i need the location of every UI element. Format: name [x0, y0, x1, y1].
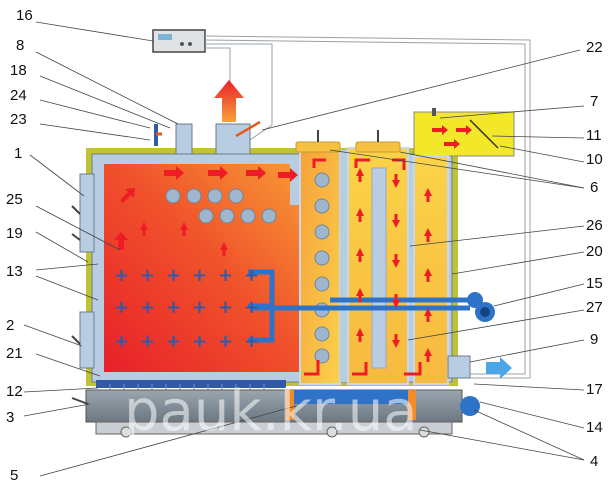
flue-pass-1 — [299, 147, 341, 385]
air-inlet-box — [413, 108, 515, 157]
svg-text:+: + — [244, 265, 259, 286]
label-21: 21 — [6, 345, 23, 362]
flue-pass-3 — [413, 155, 449, 385]
turn-arrows — [304, 158, 422, 376]
loading-door — [71, 173, 95, 253]
label-24: 24 — [10, 87, 27, 104]
svg-text:+: + — [140, 297, 155, 318]
temperature-probe — [235, 120, 261, 138]
svg-text:+: + — [218, 331, 233, 352]
label-15: 15 — [586, 275, 603, 292]
grate — [96, 380, 286, 388]
label-6: 6 — [590, 179, 598, 196]
safety-nozzle — [175, 123, 193, 155]
svg-text:+: + — [166, 265, 181, 286]
heat-exchanger-tubes — [165, 188, 277, 224]
return-nozzle — [447, 355, 471, 379]
flame-flow-arrows — [114, 166, 298, 250]
label-19: 19 — [6, 225, 23, 242]
label-1: 1 — [14, 145, 22, 162]
svg-text:+: + — [114, 297, 129, 318]
coil-inlet — [467, 292, 483, 308]
label-14: 14 — [586, 419, 603, 436]
label-9: 9 — [590, 331, 598, 348]
exhaust-arrow — [214, 80, 244, 122]
svg-text:+: + — [218, 297, 233, 318]
leader-lines — [23, 21, 585, 477]
flue-outlet — [215, 123, 251, 155]
label-20: 20 — [586, 243, 603, 260]
svg-text:+: + — [140, 331, 155, 352]
svg-text:+: + — [218, 265, 233, 286]
ash-door — [71, 311, 95, 369]
fan — [460, 396, 480, 416]
flue-down-arrows — [392, 174, 400, 348]
label-11: 11 — [586, 127, 602, 144]
label-18: 18 — [10, 62, 27, 79]
label-27: 27 — [586, 299, 603, 316]
heat-crosses: + + + + + + + + + + + + + + + + + + — [114, 265, 259, 352]
svg-text:+: + — [192, 297, 207, 318]
label-7: 7 — [590, 93, 598, 110]
label-25: 25 — [6, 191, 23, 208]
label-23: 23 — [10, 111, 27, 128]
svg-text:+: + — [192, 331, 207, 352]
callout-labels: 16 8 18 24 23 1 25 19 13 2 21 12 3 5 22 … — [6, 7, 603, 483]
svg-text:+: + — [166, 297, 181, 318]
label-13: 13 — [6, 263, 23, 280]
base-frame — [95, 421, 453, 435]
label-26: 26 — [586, 217, 603, 234]
label-8: 8 — [16, 37, 24, 54]
water-fin — [371, 167, 387, 369]
watermark: pauk.kr.ua — [124, 379, 418, 444]
cleaning-hatch-2 — [355, 141, 401, 153]
svg-text:+: + — [166, 331, 181, 352]
control-panel — [152, 29, 206, 53]
svg-text:+: + — [244, 331, 259, 352]
ash-box — [85, 389, 463, 423]
label-22: 22 — [586, 39, 603, 56]
svg-text:+: + — [244, 297, 259, 318]
label-12: 12 — [6, 383, 23, 400]
label-17: 17 — [586, 381, 603, 398]
label-3: 3 — [6, 409, 14, 426]
air-duct — [290, 390, 410, 404]
label-5: 5 — [10, 467, 18, 483]
svg-text:+: + — [192, 265, 207, 286]
return-water-arrow — [486, 357, 512, 379]
label-10: 10 — [586, 151, 603, 168]
label-4: 4 — [590, 453, 598, 470]
flue-up-arrows — [140, 125, 472, 362]
label-16: 16 — [16, 7, 33, 24]
svg-text:+: + — [114, 265, 129, 286]
label-2: 2 — [6, 317, 14, 334]
svg-text:+: + — [114, 331, 129, 352]
svg-text:+: + — [140, 265, 155, 286]
